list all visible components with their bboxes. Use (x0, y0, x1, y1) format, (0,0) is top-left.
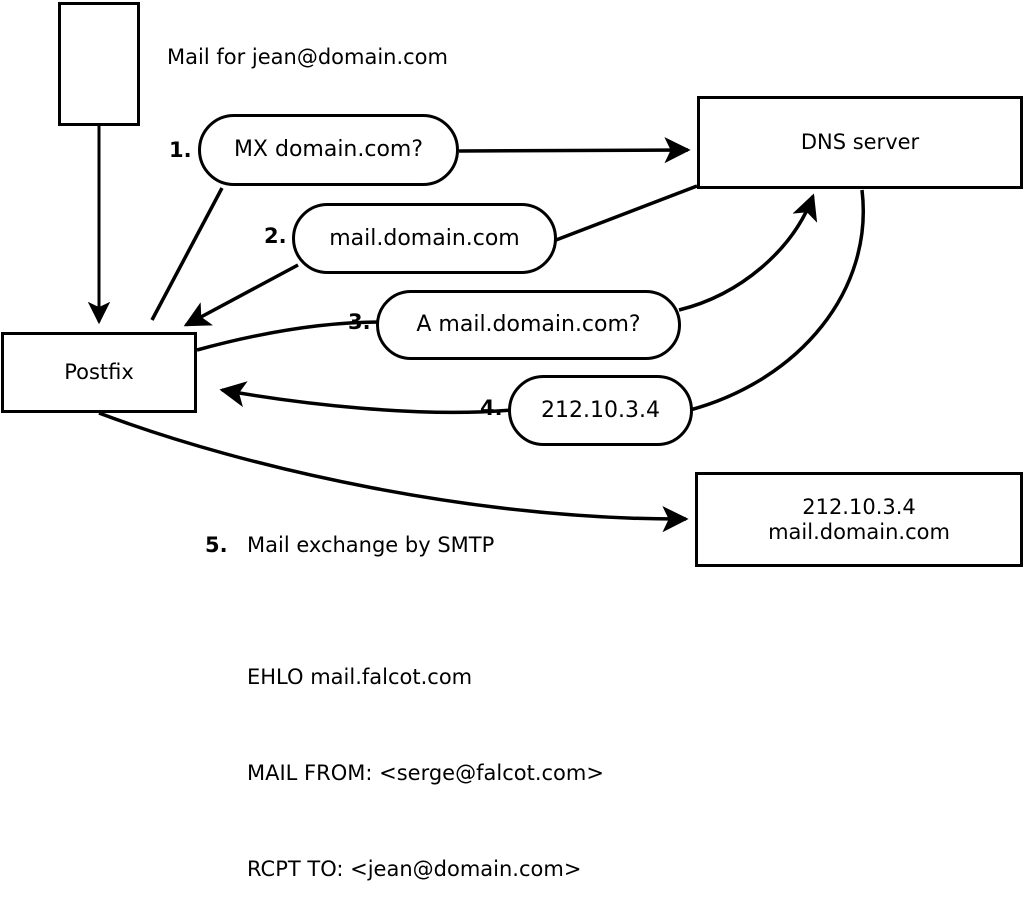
step-5-label: Mail exchange by SMTP (247, 533, 495, 557)
dns-server-box[interactable]: DNS server (697, 96, 1023, 189)
mail-for-caption: Mail for jean@domain.com (167, 45, 448, 69)
connector-step1-pill-to-postfix (150, 187, 224, 321)
smtp-line: MAIL FROM: <serge@falcot.com> (247, 761, 604, 785)
target-mailserver-host: mail.domain.com (768, 519, 950, 544)
step-4-pill-a-answer[interactable]: 212.10.3.4 (508, 375, 693, 446)
postfix-label: Postfix (64, 360, 134, 385)
connector-step1-mx-query (458, 136, 691, 164)
smtp-line: RCPT TO: <jean@domain.com> (247, 857, 582, 881)
connector-step3-pill-to-dns (678, 193, 818, 312)
step-5-number: 5. (205, 533, 228, 557)
sender-box[interactable] (58, 2, 140, 126)
step-1-pill-mx-query[interactable]: MX domain.com? (198, 114, 459, 186)
sender-box-label (96, 52, 103, 76)
step-3-number: 3. (348, 310, 371, 334)
connector-step3-postfix-to-pill (196, 320, 382, 352)
step-3-pill-label: A mail.domain.com? (416, 312, 641, 338)
step-2-number: 2. (264, 224, 287, 248)
step-4-pill-label: 212.10.3.4 (541, 397, 660, 423)
smtp-line: EHLO mail.falcot.com (247, 665, 473, 689)
postfix-box[interactable]: Postfix (1, 332, 197, 413)
dns-server-label: DNS server (800, 130, 920, 155)
step-4-number: 4. (480, 396, 503, 420)
connector-step2-pill-to-postfix (183, 263, 299, 327)
step-2-pill-mx-answer[interactable]: mail.domain.com (292, 203, 557, 274)
step-2-pill-label: mail.domain.com (329, 225, 520, 251)
connector-step5-postfix-to-mailserver (98, 411, 689, 533)
target-mailserver-box[interactable]: 212.10.3.4 mail.domain.com (695, 472, 1023, 567)
target-mailserver-ip: 212.10.3.4 (802, 495, 916, 520)
step-3-pill-a-query[interactable]: A mail.domain.com? (376, 290, 681, 360)
step-1-pill-label: MX domain.com? (233, 137, 424, 163)
connector-step2-dns-to-pill (555, 184, 698, 242)
connector-step4-pill-to-postfix (219, 381, 513, 415)
step-1-number: 1. (169, 138, 192, 162)
smtp-transcript: EHLO mail.falcot.com MAIL FROM: <serge@f… (247, 597, 604, 919)
connector-step4-dns-to-pill (689, 189, 865, 412)
